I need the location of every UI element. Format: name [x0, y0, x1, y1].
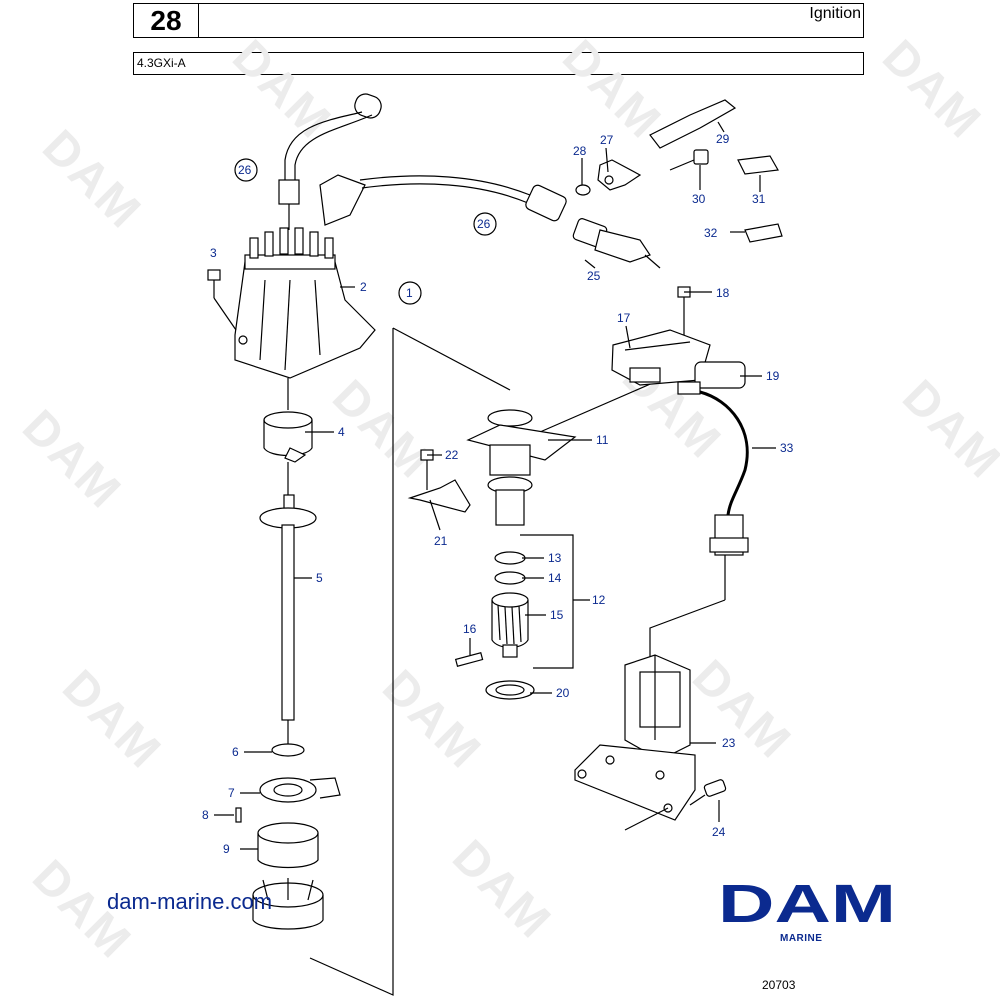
callout-label: 18 — [716, 286, 730, 300]
callout-label: 33 — [780, 441, 794, 455]
watermark: DAM — [552, 30, 671, 149]
callout-label: 9 — [223, 842, 230, 856]
group-bracket-12 — [520, 534, 574, 669]
callout-label: 3 — [210, 246, 217, 260]
callout-leaders — [214, 121, 776, 850]
callout-label: 1 — [406, 286, 413, 300]
callout-label: 12 — [592, 593, 606, 607]
callout-label: 25 — [587, 269, 601, 283]
logo-subtext: MARINE — [780, 933, 823, 944]
ignition-wire — [278, 93, 382, 230]
callout-label: 30 — [692, 192, 706, 206]
gasket — [485, 680, 535, 700]
callout-label: 31 — [752, 192, 766, 206]
distributor-shaft — [259, 494, 317, 745]
group-bracket-line — [309, 328, 394, 996]
callout-label: 32 — [704, 226, 718, 240]
coil-bracket — [574, 744, 696, 831]
callout-label: 17 — [617, 311, 631, 325]
callout-label: 15 — [550, 608, 564, 622]
callout-labels: 1 2 3 4 5 6 7 8 9 11 12 13 14 15 16 17 1… — [202, 132, 794, 856]
watermark: DAM — [12, 400, 131, 519]
watermark: DAM — [872, 30, 991, 149]
callout-label: 6 — [232, 745, 239, 759]
callout-circle — [398, 281, 422, 305]
figure-number: 20703 — [762, 978, 796, 992]
callout-label: 23 — [722, 736, 736, 750]
watermark: DAM — [372, 660, 491, 779]
callout-label: 28 — [573, 144, 587, 158]
section-title: Ignition — [809, 5, 861, 22]
logo-text: DAM — [718, 878, 896, 928]
callout-label: 29 — [716, 132, 730, 146]
distributor-housing — [466, 409, 577, 526]
drawing-layer — [207, 93, 783, 996]
distributor-cap — [234, 227, 376, 410]
callout-label: 16 — [463, 622, 477, 636]
spark-plug-wire — [319, 174, 567, 226]
callout-label: 2 — [360, 280, 367, 294]
watermark: DAM — [442, 830, 561, 949]
callout-label: 27 — [600, 133, 614, 147]
module-connector — [694, 361, 746, 389]
callout-label: 26 — [477, 217, 491, 231]
wire-support-bracket — [597, 159, 642, 191]
website-link[interactable]: dam-marine.com — [107, 889, 273, 914]
callout-label: 21 — [434, 534, 448, 548]
pin — [235, 807, 242, 823]
hold-down-clamp — [407, 479, 471, 513]
header-bar: 28 Ignition — [133, 3, 864, 38]
watermark: DAM — [682, 650, 801, 769]
pole-piece — [257, 822, 319, 869]
callout-label: 7 — [228, 786, 235, 800]
watermark: DAM — [892, 370, 1000, 489]
washer — [494, 551, 526, 565]
wire-clip — [737, 155, 779, 175]
distributor-housing-base — [252, 878, 324, 930]
cap-screw — [207, 269, 237, 331]
pickup-coil — [259, 777, 341, 803]
roll-pin — [454, 652, 484, 667]
module-screw — [677, 286, 691, 335]
washer — [575, 184, 591, 196]
dam-logo: DAM — [718, 878, 896, 928]
leader-line — [392, 327, 511, 391]
spark-plug — [572, 218, 661, 269]
leader-line — [539, 381, 656, 433]
bracket-screw — [669, 149, 709, 171]
page-number: 28 — [134, 4, 199, 37]
wire-clip — [744, 223, 783, 243]
callout-label: 5 — [316, 571, 323, 585]
washer — [494, 571, 526, 585]
model-bar: 4.3GXi-A — [133, 52, 864, 75]
callout-label: 24 — [712, 825, 726, 839]
rotor — [263, 411, 313, 495]
coil-screw — [689, 779, 727, 806]
drive-gear — [491, 592, 529, 658]
callout-label: 14 — [548, 571, 562, 585]
callout-label: 22 — [445, 448, 459, 462]
callout-label: 8 — [202, 808, 209, 822]
model-label: 4.3GXi-A — [137, 56, 186, 70]
callout-label: 13 — [548, 551, 562, 565]
retainer — [271, 743, 305, 757]
callout-circle — [234, 158, 258, 182]
watermark: DAM — [222, 30, 341, 149]
callout-label: 11 — [596, 433, 609, 447]
ignition-coil — [624, 654, 691, 761]
wiring-harness — [649, 381, 749, 665]
callout-label: 4 — [338, 425, 345, 439]
watermark: DAM — [52, 660, 171, 779]
callout-circle — [473, 212, 497, 236]
callout-label: 19 — [766, 369, 780, 383]
callout-label: 20 — [556, 686, 570, 700]
wire-retainer-clip — [649, 99, 737, 149]
callout-label: 26 — [238, 163, 252, 177]
watermark: DAM — [32, 120, 151, 239]
